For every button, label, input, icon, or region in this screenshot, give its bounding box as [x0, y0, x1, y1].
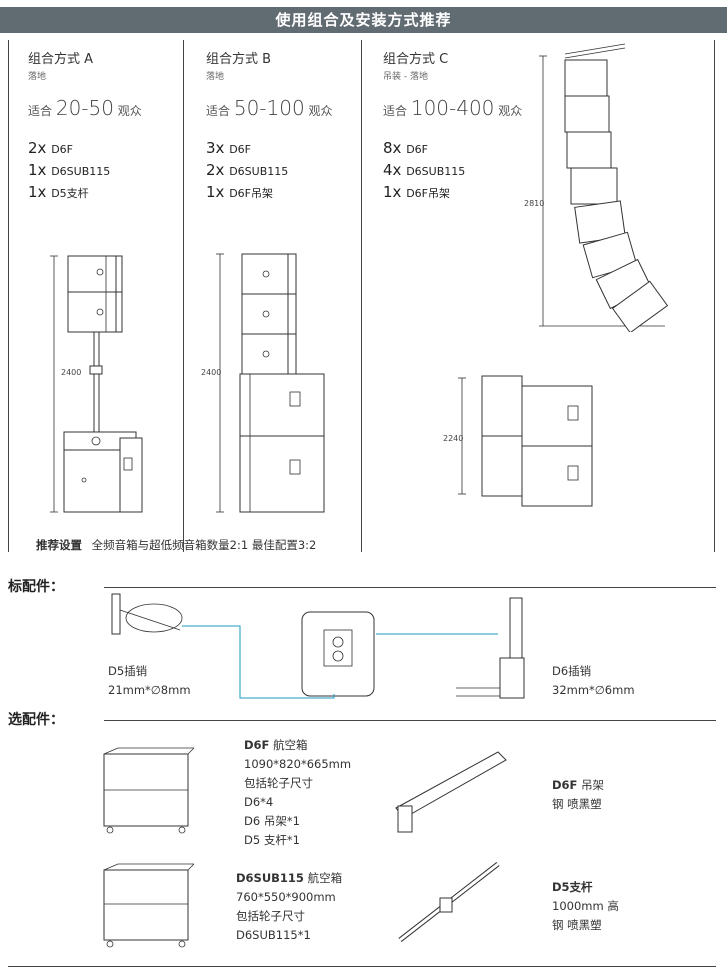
component-list: 8x D6F 4x D6SUB115 1x D6F吊架	[383, 138, 522, 204]
section-divider	[104, 587, 716, 588]
page-banner: 使用组合及安装方式推荐	[0, 7, 727, 33]
column-divider	[714, 40, 715, 552]
d6sub115-case-image	[103, 863, 195, 948]
component-item: 8x D6F	[383, 139, 428, 157]
config-b-illustration	[216, 253, 325, 513]
component-item: 1x D6F吊架	[383, 183, 450, 201]
config-a-illustration	[50, 255, 143, 513]
component-list: 2x D6F 1x D6SUB115 1x D5支杆	[28, 138, 142, 204]
height-label-c-sub: 2240	[443, 434, 464, 443]
audience-range: 适合 20-50 观众	[28, 96, 142, 120]
config-subtitle: 落地	[206, 72, 225, 82]
component-item: 3x D6F	[206, 139, 251, 157]
component-item: 1x D6SUB115	[28, 161, 111, 179]
config-title: 组合方式 B	[206, 52, 272, 67]
component-item: 2x D6SUB115	[206, 161, 289, 179]
recommendation-label: 推荐设置	[36, 538, 82, 552]
d6-pin-name: D6插销	[552, 664, 592, 678]
component-item: 1x D5支杆	[28, 183, 89, 201]
standard-accessories-illustration	[111, 593, 525, 699]
optional-accessories-heading: 选配件：	[8, 712, 64, 728]
d5-pole-image	[398, 862, 500, 942]
config-title: 组合方式 C	[383, 52, 449, 67]
column-divider	[361, 40, 362, 552]
d6sub115-case-info: D6SUB115 航空箱 760*550*900mm 包括轮子尺寸 D6SUB1…	[236, 871, 343, 942]
d6f-case-image	[103, 747, 195, 834]
audience-range: 适合 50-100 观众	[206, 96, 333, 120]
height-label-c: 2810	[524, 199, 545, 208]
d6-pin-spec: 32mm*∅6mm	[552, 683, 635, 697]
d6f-bracket-image	[395, 751, 507, 833]
config-subtitle: 落地	[28, 72, 47, 82]
d5-pin-name: D5插销	[108, 664, 148, 678]
config-c-array-illustration	[539, 43, 669, 332]
component-item: 4x D6SUB115	[383, 161, 466, 179]
component-item: 2x D6F	[28, 139, 73, 157]
d6f-case-info: D6F 航空箱 1090*820*665mm 包括轮子尺寸 D6*4 D6 吊架…	[244, 738, 352, 847]
config-a: 组合方式 A 落地 适合 20-50 观众 2x D6F 1x D6SUB115…	[28, 48, 142, 204]
d6f-bracket-info: D6F 吊架 钢 喷黑塑	[552, 778, 605, 811]
config-c: 组合方式 C 吊装 - 落地 适合 100-400 观众 8x D6F 4x D…	[383, 48, 522, 204]
d5-pin-info: D5插销 21mm*∅8mm	[108, 662, 191, 700]
standard-accessories-heading: 标配件：	[8, 579, 64, 595]
d5-pole-info: D5支杆 1000mm 高 钢 喷黑塑	[552, 880, 619, 932]
audience-range: 适合 100-400 观众	[383, 96, 523, 120]
section-divider	[104, 720, 716, 721]
config-title: 组合方式 A	[28, 52, 94, 67]
config-c-sub-illustration	[458, 375, 593, 507]
height-label-a: 2400	[61, 368, 82, 377]
bottom-divider	[8, 966, 716, 967]
recommendation-text: 全频音箱与超低频音箱数量2:1 最佳配置3:2	[91, 538, 317, 552]
component-list: 3x D6F 2x D6SUB115 1x D6F吊架	[206, 138, 333, 204]
d5-pin-spec: 21mm*∅8mm	[108, 683, 191, 697]
column-divider	[183, 40, 184, 552]
height-label-b: 2400	[201, 368, 222, 377]
column-divider	[8, 40, 9, 552]
config-b: 组合方式 B 落地 适合 50-100 观众 3x D6F 2x D6SUB11…	[206, 48, 333, 204]
d6-pin-info: D6插销 32mm*∅6mm	[552, 662, 635, 700]
component-item: 1x D6F吊架	[206, 183, 273, 201]
recommendation: 推荐设置 全频音箱与超低频音箱数量2:1 最佳配置3:2	[36, 537, 316, 553]
config-subtitle: 吊装 - 落地	[383, 72, 428, 82]
